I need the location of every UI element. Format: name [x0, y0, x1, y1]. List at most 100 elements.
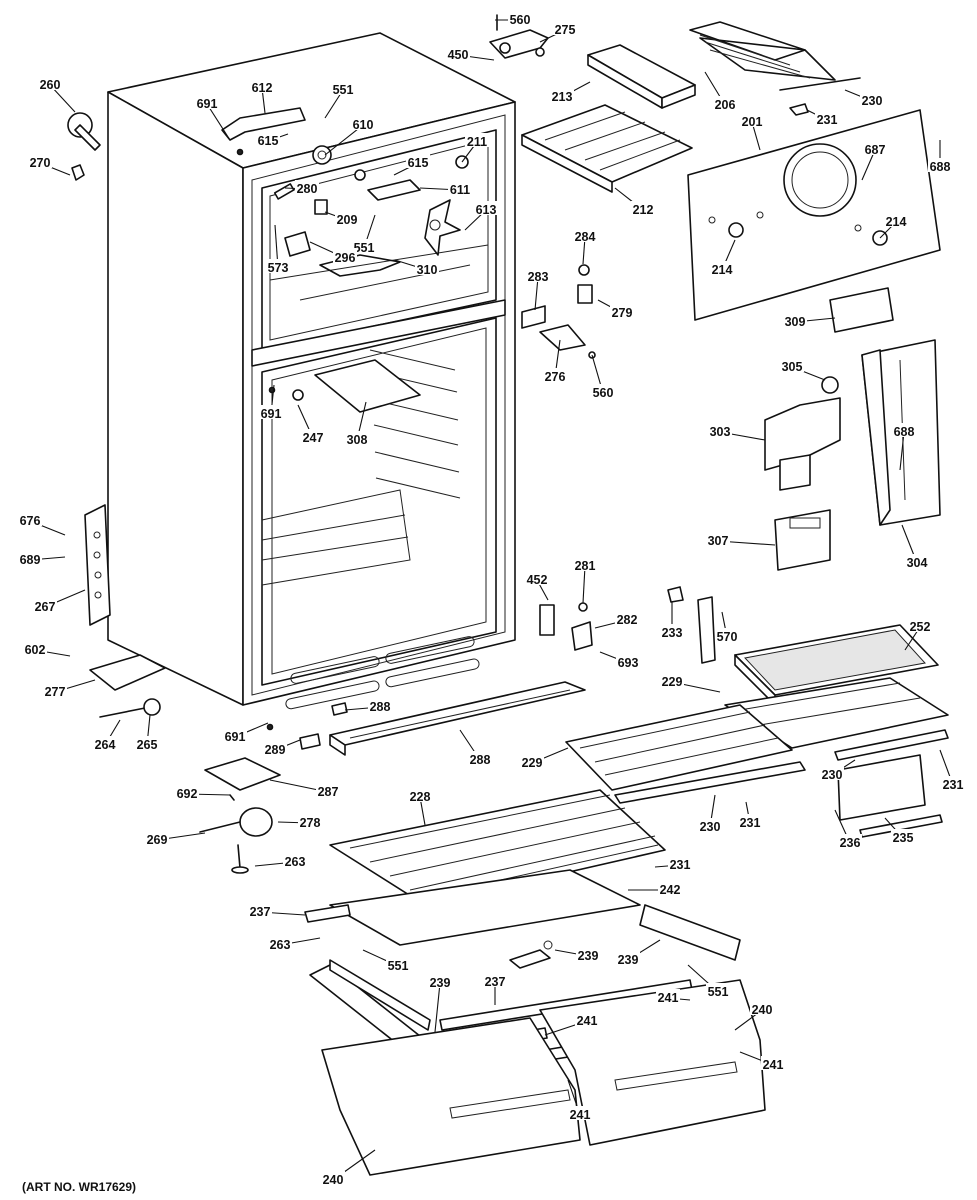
- part-206-wire-shelf: [689, 21, 861, 116]
- callout-c264: 264: [95, 738, 116, 752]
- callout-bg-c231a: [815, 111, 839, 125]
- callout-bg-c231d: [668, 856, 692, 870]
- callout-bg-c277: [43, 683, 67, 697]
- callout-c267: 267: [35, 600, 56, 614]
- callout-c242: 242: [660, 883, 681, 897]
- callout-c304: 304: [907, 556, 928, 570]
- callout-c689: 689: [20, 553, 41, 567]
- callout-c239c: 239: [430, 976, 451, 990]
- callout-bg-c573: [266, 259, 290, 273]
- part-275-hinge: [489, 14, 549, 59]
- callout-bg-c231c: [738, 814, 762, 828]
- callout-c676: 676: [20, 514, 41, 528]
- callout-c231b: 231: [943, 778, 964, 792]
- parts-276-279-283: [521, 264, 596, 359]
- callout-bg-c252: [908, 618, 932, 632]
- callout-c241b: 241: [577, 1014, 598, 1028]
- part-309-label: [829, 287, 894, 333]
- part-260-valve: [67, 112, 101, 181]
- callout-bg-c676: [18, 512, 42, 526]
- callout-c228: 228: [410, 790, 431, 804]
- parts-287-278-263: [199, 757, 281, 874]
- callout-c237a: 237: [250, 905, 271, 919]
- part-308-deflector: [292, 359, 421, 413]
- callout-bg-c241d: [568, 1106, 592, 1120]
- part-277-base: [89, 654, 166, 691]
- callout-bg-c281: [573, 557, 597, 571]
- callout-c240a: 240: [752, 1003, 773, 1017]
- callout-bg-c551c: [386, 957, 410, 971]
- callout-bg-c260: [38, 76, 62, 90]
- callout-bg-c212: [631, 201, 655, 215]
- callout-c310: 310: [417, 263, 438, 277]
- callout-bg-c450: [446, 46, 470, 60]
- part-201-panel: [687, 109, 941, 321]
- callout-bg-c691a: [195, 95, 219, 109]
- callout-bg-c280: [295, 180, 319, 194]
- part-303-bin: [764, 376, 841, 491]
- callout-c263b: 263: [270, 938, 291, 952]
- callout-bg-c229a: [660, 673, 684, 687]
- callout-bg-c551a: [331, 81, 355, 95]
- callout-c551d: 551: [708, 985, 729, 999]
- callout-c288b: 288: [470, 753, 491, 767]
- parts-452-281-282: [539, 586, 716, 664]
- callout-bg-c691c: [223, 728, 247, 742]
- callout-c278: 278: [300, 816, 321, 830]
- callout-c612: 612: [252, 81, 273, 95]
- callout-c229a: 229: [662, 675, 683, 689]
- callout-c688a: 688: [930, 160, 951, 174]
- callout-bg-c560a: [508, 11, 532, 25]
- callout-bg-c231b: [941, 776, 965, 790]
- callout-bg-c296: [333, 249, 357, 263]
- callout-bg-c267: [33, 598, 57, 612]
- callout-c287: 287: [318, 785, 339, 799]
- callout-bg-c692: [175, 785, 199, 799]
- callout-bg-c688a: [928, 158, 952, 172]
- callout-bg-c265: [135, 736, 159, 750]
- callout-c275: 275: [555, 23, 576, 37]
- callout-c229b: 229: [522, 756, 543, 770]
- part-307-pan: [774, 509, 831, 571]
- callout-c231c: 231: [740, 816, 761, 830]
- callout-c237b: 237: [485, 975, 506, 989]
- callout-c230b: 230: [822, 768, 843, 782]
- callout-c687: 687: [865, 143, 886, 157]
- leader-c283: [534, 276, 539, 311]
- cabinet: [107, 32, 516, 710]
- callout-c239b: 239: [618, 953, 639, 967]
- callout-bg-c278: [298, 814, 322, 828]
- callout-c551b: 551: [354, 241, 375, 255]
- callout-c691a: 691: [197, 97, 218, 111]
- callout-c276: 276: [545, 370, 566, 384]
- callout-bg-c289: [263, 741, 287, 755]
- leader-c239c: [434, 982, 441, 1033]
- callout-c688b: 688: [894, 425, 915, 439]
- callout-bg-c308: [345, 431, 369, 445]
- callout-c450: 450: [448, 48, 469, 62]
- callout-bg-c235: [891, 829, 915, 843]
- callout-c279: 279: [612, 306, 633, 320]
- callout-bg-c211: [465, 133, 489, 147]
- callout-bg-c241c: [761, 1056, 785, 1070]
- callout-bg-c691b: [259, 405, 283, 419]
- callout-c284: 284: [575, 230, 596, 244]
- callout-c615b: 615: [408, 156, 429, 170]
- callout-bg-c242: [658, 881, 682, 895]
- callout-bg-c689: [18, 551, 42, 565]
- callout-bg-c284: [573, 228, 597, 242]
- callout-bg-c288a: [368, 698, 392, 712]
- callout-c602: 602: [25, 643, 46, 657]
- callout-bg-c611: [448, 181, 472, 195]
- callout-bg-c263a: [283, 853, 307, 867]
- callout-bg-c236: [838, 834, 862, 848]
- callout-bg-c283: [526, 268, 550, 282]
- callout-bg-c241a: [656, 989, 680, 1003]
- callout-bg-c307: [706, 532, 730, 546]
- callout-bg-c239b: [616, 951, 640, 965]
- callout-bg-c229b: [520, 754, 544, 768]
- callout-c560b: 560: [593, 386, 614, 400]
- callout-c282: 282: [617, 613, 638, 627]
- callout-bg-c206: [713, 96, 737, 110]
- callout-bg-c551b: [352, 239, 376, 253]
